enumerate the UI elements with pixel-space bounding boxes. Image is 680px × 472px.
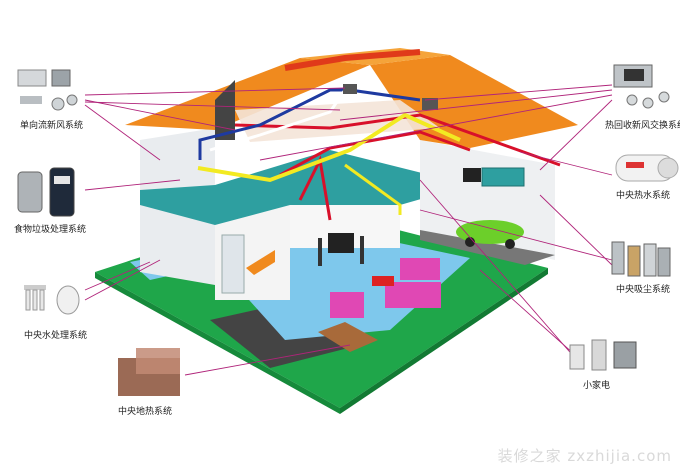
label-central-hot-water: 中央热水系统 [616,191,671,201]
heat-recovery-thumb [613,64,670,109]
duct-yellow-2 [344,163,402,215]
bed-upstairs [481,167,525,187]
central-water-thumb [24,285,80,315]
staircase [246,250,275,275]
car-wheel-front [465,237,475,247]
heat-exchange-unit-attic [422,98,438,110]
label-food-waste: 食物垃圾处理系统 [14,225,87,235]
roof-ridge [284,49,421,71]
sofa-back [400,258,440,280]
floor-heating-thumb [118,348,180,396]
coffee-table [372,276,394,286]
floor-rug [318,322,378,352]
label-small-appliances: 小家电 [583,381,611,391]
car-wheel-rear [505,239,515,249]
label-central-vacuum: 中央吸尘系统 [616,285,671,295]
sofa-left [330,292,364,318]
speaker-right [360,236,364,264]
duct-red-2 [279,130,471,177]
watermark: 装修之家 zxzhijia.com [497,447,672,465]
small-appliances-thumb [569,339,637,371]
label-fresh-air-oneway: 单向流新风系统 [20,121,84,131]
speaker-left [318,238,322,266]
front-door [221,234,245,294]
ground-edge [95,272,340,414]
living-back-wall [290,205,400,248]
central-vacuum-thumb [611,241,671,277]
garage-floor [420,230,555,265]
tv-upstairs [463,168,481,182]
label-heat-recovery: 热回收新风交换系统 [605,121,680,131]
duct-white [209,89,347,152]
food-waste-thumb [17,167,75,217]
duct-blue [198,88,421,160]
central-hot-water-thumb [615,154,679,182]
fresh-air-unit-attic [343,84,357,94]
tv-icon [328,233,354,253]
leader-lines [84,84,613,376]
sofa-right [385,282,441,308]
duct-yellow [197,112,461,183]
label-central-water: 中央水处理系统 [24,331,88,341]
roof-left [125,58,370,130]
fresh-air-oneway-thumb [17,69,78,111]
attic-gable [215,80,235,140]
ground-edge-right [340,268,548,414]
label-floor-heating: 中央地热系统 [118,407,173,417]
